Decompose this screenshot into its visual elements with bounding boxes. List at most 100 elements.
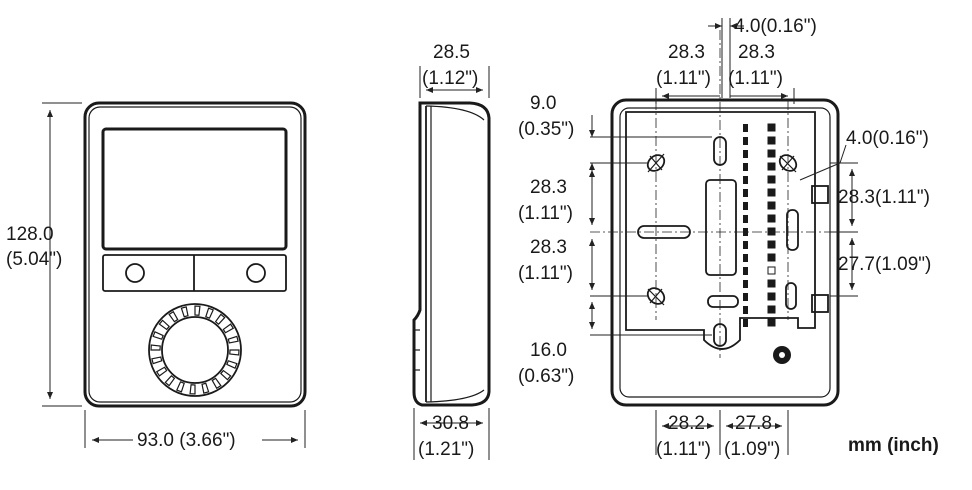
knob-ridge (211, 377, 222, 390)
back-left-1-in: (0.35") (518, 119, 574, 140)
right-clip-bottom (811, 294, 829, 313)
rotary-knob (148, 303, 242, 397)
knob-ridge (205, 307, 215, 319)
terminal-pin (743, 280, 748, 288)
display-screen (101, 127, 288, 251)
front-height-mm: 128.0 (6, 224, 54, 245)
terminal-block (743, 123, 776, 327)
back-left-2-in: (1.11") (518, 203, 573, 224)
terminal-pin (767, 188, 776, 197)
center-slot (705, 179, 737, 276)
terminal-pin (767, 240, 776, 249)
terminal-pin (767, 201, 776, 210)
knob-ridge (229, 349, 240, 356)
terminal-pin (743, 241, 748, 249)
back-top-right-in: (1.11") (728, 68, 783, 89)
terminal-pin (743, 202, 748, 210)
terminal-pin (743, 293, 748, 301)
back-bottom-right-in: (1.09") (724, 439, 780, 460)
terminal-pin (767, 214, 776, 223)
knob-ridge (226, 360, 238, 370)
terminal-pin (767, 227, 776, 236)
terminal-pin (743, 306, 748, 314)
back-top-left-in: (1.11") (656, 68, 711, 89)
terminal-pin (743, 319, 748, 327)
screw-hole-bottom-left-icon (646, 287, 666, 306)
knob-ridge (175, 381, 185, 393)
knob-ridge (155, 366, 168, 377)
knob-ridge (189, 384, 196, 395)
knob-ridge (168, 310, 179, 323)
terminal-pin (743, 189, 748, 197)
knob-ridge (194, 305, 201, 316)
side-bottom-in: (1.21") (418, 439, 474, 460)
knob-ridge (164, 375, 176, 387)
back-top-right-mm: 28.3 (738, 42, 775, 63)
terminal-pin (743, 254, 748, 262)
back-top-offset: 4.0(0.16") (734, 16, 817, 37)
terminal-pin (743, 137, 748, 145)
terminal-pin (743, 124, 748, 132)
terminal-pin (767, 136, 776, 145)
terminal-pin (743, 228, 748, 236)
units-label: mm (inch) (848, 435, 939, 456)
terminal-pin (767, 175, 776, 184)
back-bottom-left-in: (1.11") (656, 439, 711, 460)
knob-ridge (180, 306, 189, 318)
back-right-3: 27.7(1.09") (838, 254, 931, 275)
terminal-pin (767, 279, 776, 288)
terminal-pin (767, 253, 776, 262)
knob-ridge (152, 330, 164, 340)
right-vertical-slot (786, 209, 799, 251)
right-clip-top (811, 185, 829, 204)
knob-ridge (151, 356, 163, 365)
side-view: 28.5 (1.12") 30.8 (1.21") (412, 42, 491, 460)
back-right-2: 28.3(1.11") (838, 187, 930, 208)
side-top-in: (1.12") (422, 68, 478, 89)
terminal-pin (743, 150, 748, 158)
terminal-pin (743, 267, 748, 275)
terminal-pin (767, 292, 776, 301)
front-view: 128.0 (5.04") 93.0 (3.66") (6, 101, 307, 451)
knob-ridge (201, 382, 210, 394)
terminal-pin (767, 266, 776, 275)
knob-ridge (158, 319, 170, 331)
lower-slot (707, 295, 739, 308)
back-bottom-left-mm: 28.2 (668, 413, 705, 434)
terminal-pin (767, 162, 776, 171)
side-top-mm: 28.5 (433, 42, 470, 63)
side-bottom-mm: 30.8 (432, 413, 469, 434)
back-left-2-mm: 28.3 (530, 177, 567, 198)
right-lower-slot (785, 282, 797, 310)
knob-ridge (150, 344, 161, 351)
knob-ridge (222, 323, 235, 334)
terminal-pin (743, 176, 748, 184)
back-left-3-mm: 28.3 (530, 237, 567, 258)
knob-ridge (220, 369, 232, 381)
back-left-4-mm: 16.0 (530, 340, 567, 361)
terminal-pin (767, 318, 776, 327)
back-housing-inner (619, 107, 831, 398)
knob-ridge (227, 335, 239, 344)
right-button-icon (246, 263, 266, 283)
terminal-pin (767, 305, 776, 314)
left-button-icon (125, 263, 145, 283)
terminal-pin (767, 149, 776, 158)
front-housing (83, 101, 307, 408)
terminal-pin (767, 123, 776, 132)
knob-ridge (214, 313, 226, 325)
back-left-1-mm: 9.0 (530, 93, 556, 114)
back-bottom-right-mm: 27.8 (735, 413, 772, 434)
back-right-1: 4.0(0.16") (846, 128, 929, 149)
back-view: 4.0(0.16") 28.3 (1.11") 28.3 (1.11") 9.0… (518, 16, 931, 460)
terminal-pin (743, 215, 748, 223)
back-housing (610, 98, 840, 407)
mounting-plate (625, 111, 816, 350)
back-left-4-in: (0.63") (518, 366, 574, 387)
front-width: 93.0 (3.66") (137, 430, 236, 451)
front-housing-inner (88, 106, 302, 403)
front-height-in: (5.04") (6, 249, 62, 270)
back-top-left-mm: 28.3 (668, 42, 705, 63)
side-housing (412, 101, 491, 407)
